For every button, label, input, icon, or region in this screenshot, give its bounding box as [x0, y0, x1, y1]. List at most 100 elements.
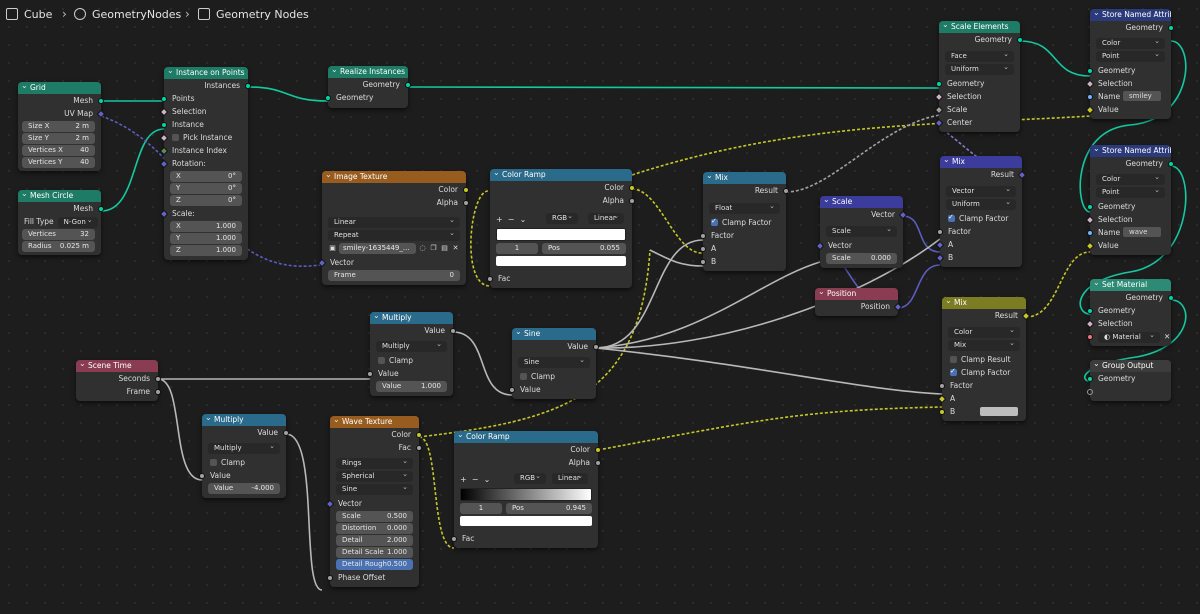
clamp-factor-checkbox[interactable]: Clamp Factor	[940, 211, 1022, 225]
ramp-mode-dropdown[interactable]: RGB	[546, 211, 578, 224]
float-socket[interactable]	[595, 459, 601, 466]
float-socket[interactable]	[199, 472, 205, 479]
geometry-socket[interactable]	[1168, 294, 1174, 301]
node-title[interactable]: Color Ramp	[454, 431, 598, 443]
float-socket[interactable]	[629, 197, 635, 204]
node-title[interactable]: Wave Texture	[330, 416, 419, 428]
node-realize-instances[interactable]: Realize Instances Geometry Geometry	[325, 66, 411, 108]
color-ramp-bar[interactable]	[496, 228, 626, 241]
geometry-socket[interactable]	[1087, 307, 1093, 314]
shield-icon[interactable]: ◌	[419, 244, 426, 252]
float-socket[interactable]	[937, 228, 943, 235]
float-socket[interactable]	[700, 258, 706, 265]
geometry-socket[interactable]	[936, 80, 942, 87]
float-socket[interactable]	[593, 343, 599, 350]
breadcrumb-modifier[interactable]: GeometryNodes	[74, 8, 181, 21]
operation-dropdown[interactable]: Multiply	[208, 441, 280, 454]
node-mix-vector[interactable]: Mix Result Vector Uniform Clamp Factor F…	[935, 156, 1027, 267]
node-title[interactable]: Multiply	[202, 414, 286, 426]
node-title[interactable]: Scene Time	[76, 360, 158, 372]
node-title[interactable]: Mix	[940, 156, 1022, 168]
add-stop-icon[interactable]: +	[496, 215, 503, 224]
float-socket[interactable]	[416, 444, 422, 451]
image-selector[interactable]: ▣ smiley-1635449_... ◌ ❐ ▤ ✕	[328, 243, 460, 254]
geometry-socket[interactable]	[1168, 24, 1174, 31]
node-title[interactable]: Mesh Circle	[18, 190, 101, 202]
checkbox-icon[interactable]	[950, 365, 957, 378]
domain-dropdown[interactable]: Face	[945, 49, 1014, 62]
wave-type-dropdown[interactable]: Rings	[336, 456, 413, 469]
float-socket[interactable]	[934, 105, 944, 114]
checkbox-icon[interactable]	[520, 372, 527, 380]
node-mix-float[interactable]: Mix Result Float Clamp Factor Factor A B	[700, 172, 789, 271]
material-selector[interactable]: ◐ Material	[1098, 330, 1160, 343]
scale-mode-dropdown[interactable]: Uniform	[945, 62, 1014, 75]
vector-socket[interactable]	[893, 302, 903, 311]
geometry-socket[interactable]	[161, 121, 167, 128]
data-type-dropdown[interactable]: Color	[1096, 36, 1165, 49]
color-ramp-bar[interactable]	[460, 488, 592, 501]
node-title[interactable]: Grid	[18, 82, 101, 94]
node-title[interactable]: Instance on Points	[164, 67, 248, 79]
color-b-swatch[interactable]	[980, 407, 1018, 416]
node-store-named-attribute-2[interactable]: Store Named Attribute Geometry Color Poi…	[1085, 145, 1174, 255]
float-socket[interactable]	[283, 429, 289, 436]
geometry-socket[interactable]	[1168, 160, 1174, 167]
boolean-socket[interactable]	[159, 107, 169, 116]
node-multiply-2[interactable]: Multiply Value Multiply Clamp Value Valu…	[199, 414, 289, 498]
node-title[interactable]: Store Named Attribute	[1090, 9, 1171, 21]
material-socket[interactable]	[1087, 333, 1093, 340]
geometry-socket[interactable]	[1087, 203, 1093, 210]
boolean-socket[interactable]	[1085, 79, 1095, 88]
geometry-socket[interactable]	[1087, 375, 1093, 382]
geometry-socket[interactable]	[1087, 67, 1093, 74]
ramp-interp-dropdown[interactable]: Linear	[588, 211, 624, 224]
node-grid[interactable]: Grid Mesh UV Map Size X2 m Size Y2 m Ver…	[18, 82, 106, 171]
operation-dropdown[interactable]: Multiply	[376, 339, 447, 352]
boolean-socket[interactable]	[934, 92, 944, 101]
domain-dropdown[interactable]: Point	[1096, 185, 1165, 198]
name-input[interactable]: wave	[1123, 227, 1161, 237]
float-socket[interactable]	[327, 574, 333, 581]
breadcrumb-tree[interactable]: Geometry Nodes	[198, 8, 309, 21]
image-name-field[interactable]: smiley-1635449_...	[339, 243, 416, 254]
float-socket[interactable]	[487, 275, 493, 282]
domain-dropdown[interactable]: Point	[1096, 49, 1165, 62]
node-title[interactable]: Group Output	[1090, 360, 1171, 372]
float-socket[interactable]	[450, 327, 456, 334]
vector-socket[interactable]	[159, 209, 169, 218]
node-title[interactable]: Position	[815, 288, 898, 300]
node-sine[interactable]: Sine Value Sine Clamp Value	[509, 328, 599, 399]
empty-socket[interactable]	[1087, 388, 1093, 395]
ramp-mode-dropdown[interactable]: RGB	[514, 471, 546, 484]
node-color-ramp-1[interactable]: Color Ramp Color Alpha + − ⌄ RGB Linear …	[487, 169, 635, 288]
data-type-dropdown[interactable]: Color	[1096, 172, 1165, 185]
float-socket[interactable]	[783, 187, 789, 194]
extension-dropdown[interactable]: Repeat	[328, 228, 460, 241]
stop-index-field[interactable]: 1	[496, 243, 538, 254]
node-title[interactable]: Store Named Attribute	[1090, 145, 1171, 157]
vector-socket[interactable]	[325, 499, 335, 508]
menu-chevron-icon[interactable]: ⌄	[519, 215, 527, 224]
color-socket[interactable]	[416, 431, 422, 438]
boolean-socket[interactable]	[1085, 215, 1095, 224]
color-socket[interactable]	[1021, 311, 1031, 320]
stop-index-field[interactable]: 1	[460, 503, 502, 514]
geometry-socket[interactable]	[98, 205, 104, 212]
float-socket[interactable]	[367, 370, 373, 377]
value-field[interactable]: Value-4.000	[208, 483, 280, 494]
node-title[interactable]: Image Texture	[322, 171, 466, 183]
factor-mode-dropdown[interactable]: Uniform	[946, 197, 1016, 210]
breadcrumb-object[interactable]: Cube	[6, 8, 52, 21]
